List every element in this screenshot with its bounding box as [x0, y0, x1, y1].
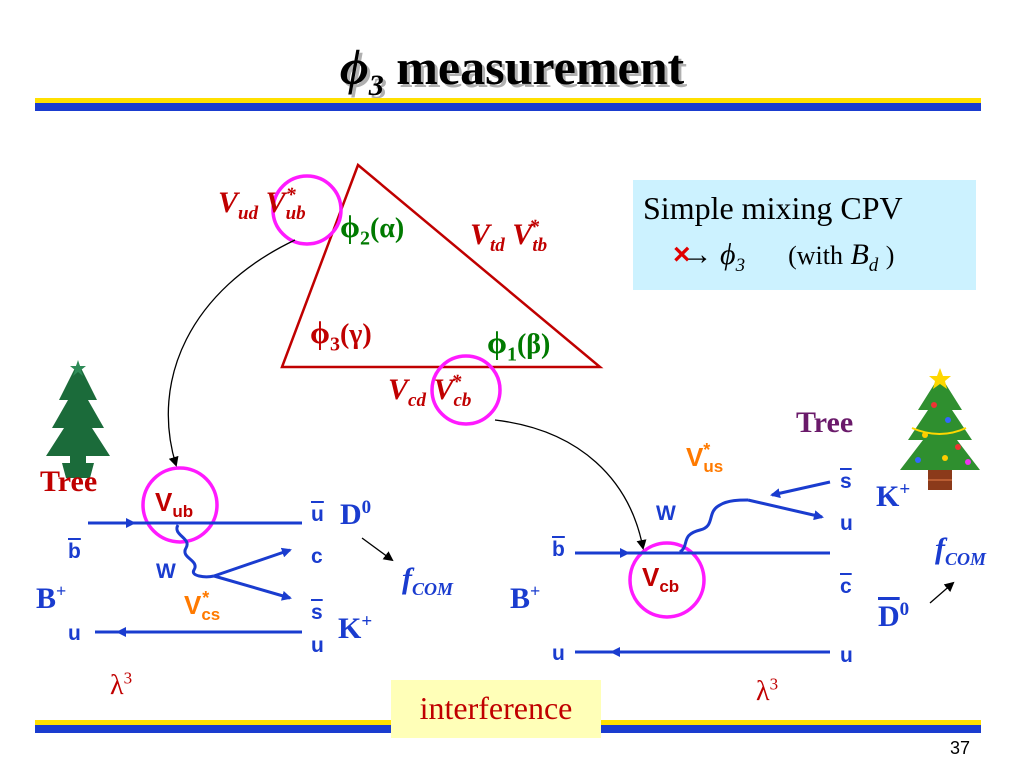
- right-d0bar-label: D0: [878, 599, 910, 633]
- mixing-line2: ×→ ϕ3 (with Bd ): [673, 238, 895, 276]
- interference-box: interference: [391, 680, 601, 738]
- right-kplus-label: K+: [876, 479, 911, 513]
- right-s-line: [770, 480, 831, 499]
- left-bplus-label: B+: [36, 581, 67, 615]
- label-phi2: ϕ2(α): [340, 208, 405, 250]
- tree-icon-right: [900, 368, 980, 490]
- circle-vub-top: [271, 174, 343, 246]
- cross-icon: ×: [673, 238, 691, 271]
- right-tree-label: Tree: [796, 406, 854, 439]
- right-bplus-label: B+: [510, 581, 541, 615]
- left-lambda-label: λ3: [110, 668, 133, 701]
- right-quark-c: c: [840, 575, 852, 598]
- title-phi-sub: 3: [368, 69, 384, 102]
- top-rule-blue: [35, 103, 981, 111]
- left-s-line: [213, 574, 292, 601]
- circle-vub-left: [141, 466, 219, 544]
- right-w-label: W: [656, 502, 676, 525]
- left-w-boson: [175, 524, 215, 579]
- mixing-box: Simple mixing CPV ×→ ϕ3 (with Bd ): [633, 180, 976, 290]
- top-rule-yellow: [35, 98, 981, 103]
- right-vcb-label: Vcb: [642, 562, 680, 597]
- title-text: measurement: [396, 39, 685, 95]
- left-w-label: W: [156, 560, 176, 583]
- left-quark-u-bot: u: [311, 634, 324, 657]
- circle-vcb-right: [628, 541, 706, 619]
- slide-title: ϕ3 measurement: [0, 38, 1024, 101]
- left-c-line: [213, 547, 292, 578]
- right-vus-label: Vus*: [686, 440, 724, 477]
- title-phi: ϕ: [339, 39, 369, 95]
- label-phi3: ϕ3(γ): [310, 314, 372, 356]
- label-vtd-vtb: Vtd Vtb*: [470, 216, 548, 256]
- left-b-label: b: [68, 540, 81, 563]
- arrow-icon: →: [682, 238, 713, 271]
- label-vud-vub: Vud Vub*: [218, 184, 306, 224]
- left-quark-u-top: u: [311, 503, 324, 526]
- tree-icon-left: [46, 360, 110, 478]
- right-quark-u-bot: u: [840, 644, 853, 667]
- left-vcs-label: Vcs*: [184, 588, 221, 625]
- left-tree-label: Tree: [40, 465, 98, 498]
- circle-vcb-top: [430, 354, 502, 426]
- right-u-bottom-label: u: [552, 642, 565, 665]
- left-fcom-arrow: [361, 537, 394, 562]
- left-u-bottom-label: u: [68, 622, 81, 645]
- mixing-line1: Simple mixing CPV: [643, 190, 903, 226]
- left-fcom-label: fCOM: [402, 562, 454, 599]
- page-number: 37: [950, 738, 971, 758]
- label-phi1: ϕ1(β): [487, 324, 551, 366]
- left-d0-label: D0: [340, 497, 372, 531]
- connector-left: [167, 239, 296, 467]
- left-quark-c: c: [311, 545, 323, 568]
- left-quark-s: s: [311, 601, 323, 624]
- connector-right: [494, 419, 647, 550]
- right-quark-s: s: [840, 470, 852, 493]
- right-b-label: b: [552, 538, 565, 561]
- label-vcd-vcb: Vcd Vcb*: [388, 371, 472, 411]
- right-u-out-line: [747, 498, 824, 521]
- interference-label: interference: [419, 690, 573, 726]
- right-fcom-label: fCOM: [935, 532, 987, 569]
- right-quark-u: u: [840, 512, 853, 535]
- right-w-boson: [678, 498, 749, 554]
- left-kplus-label: K+: [338, 611, 373, 645]
- right-fcom-arrow: [929, 581, 955, 604]
- right-lambda-label: λ3: [756, 674, 779, 707]
- left-vub-label: Vub: [155, 487, 194, 522]
